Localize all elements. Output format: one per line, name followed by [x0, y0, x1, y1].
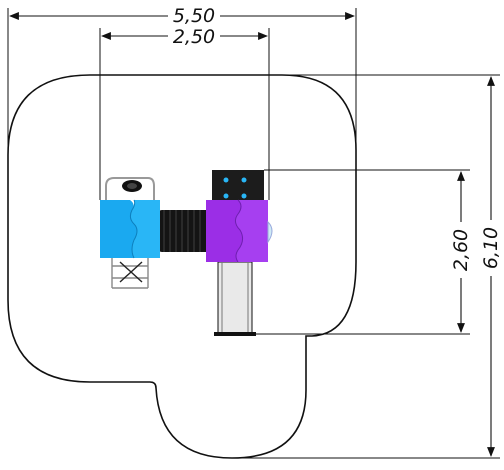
climbing-ladder	[111, 258, 149, 289]
inner-height-label: 2,60	[450, 229, 472, 271]
total-height-label: 6,10	[480, 227, 502, 269]
left-frame-rail	[105, 177, 155, 200]
side-accent-panel	[267, 220, 273, 244]
steering-wheel	[122, 180, 142, 192]
playground-equipment	[100, 170, 273, 336]
slide	[214, 261, 256, 336]
tunnel-crawl-tube	[158, 210, 210, 252]
extension-lines	[7, 8, 500, 459]
purple-roof-panel	[206, 200, 243, 262]
blue-roof-panel	[100, 200, 137, 258]
safety-zone-outline	[7, 74, 357, 459]
total-width-label: 5,50	[173, 5, 215, 27]
inner-width-label: 2,50	[173, 26, 215, 48]
